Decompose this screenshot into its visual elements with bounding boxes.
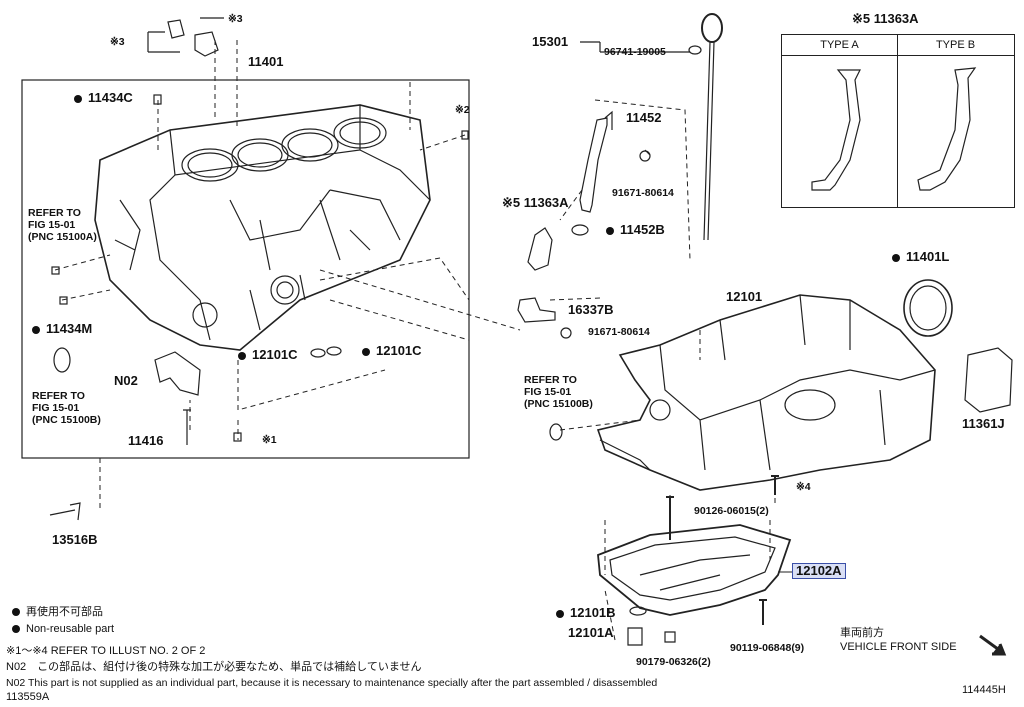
front-direction-arrow (979, 634, 1007, 656)
oil-pan-lower-drawing (597, 524, 792, 616)
refer-left1-line1: REFER TO (28, 207, 81, 219)
part-11452B-text: 11452B (620, 222, 665, 237)
cover-plate-drawing (964, 347, 1013, 413)
non-reusable-dot-icon (12, 625, 20, 634)
part-11434M-label[interactable]: 11434M (32, 322, 92, 336)
star2-label: ※2 (455, 104, 470, 116)
part-11416-label[interactable]: 11416 (128, 433, 164, 448)
part-16337B-label[interactable]: 16337B (568, 302, 614, 317)
refer-right-line1: REFER TO (524, 374, 577, 386)
refer-left2: REFER TO FIG 15-01 (PNC 15100B) (32, 390, 101, 426)
table-divider (897, 35, 898, 207)
vehicle-front-en: VEHICLE FRONT SIDE (840, 641, 957, 653)
oil-seal-drawing (903, 279, 953, 337)
part-11434C-label[interactable]: 11434C (74, 91, 133, 105)
part-90119-label[interactable]: 90119-06848(9) (730, 642, 805, 654)
non-reusable-dot-icon (556, 609, 564, 618)
part-11361J-label[interactable]: 11361J (962, 416, 1005, 431)
dipstick-drawing (517, 13, 723, 339)
refer-right-line2: FIG 15-01 (524, 386, 572, 398)
part-11434C-text: 11434C (88, 90, 133, 105)
refer-right-line3: (PNC 15100B) (524, 398, 593, 410)
refer-left2-line3: (PNC 15100B) (32, 414, 101, 426)
sensor-parts (147, 17, 224, 57)
part-N02-label[interactable]: N02 (114, 373, 138, 388)
vehicle-front-ja: 車両前方 (840, 627, 884, 639)
non-reusable-dot-icon (362, 347, 370, 356)
refer-left1-line3: (PNC 15100A) (28, 231, 97, 243)
non-reusable-dot-icon (606, 226, 614, 235)
type-b-header: TYPE B (935, 39, 976, 51)
non-reusable-dot-icon (74, 94, 82, 103)
part-12101-label[interactable]: 12101 (726, 289, 763, 304)
part-15301-label[interactable]: 15301 (532, 34, 569, 49)
non-reusable-dot-icon (32, 325, 40, 334)
legend-ja: 再使用不可部品 (12, 606, 103, 619)
refer-right: REFER TO FIG 15-01 (PNC 15100B) (524, 374, 593, 410)
refer-left1-line2: FIG 15-01 (28, 219, 76, 231)
legend-en: Non-reusable part (12, 623, 114, 636)
part-11401L-text: 11401L (906, 249, 950, 264)
part-96741-label[interactable]: 96741-19005 (604, 46, 666, 58)
block-small-parts (49, 94, 469, 521)
non-reusable-dot-icon (12, 608, 20, 617)
part-11452-label[interactable]: 11452 (626, 110, 662, 125)
part-11401-label[interactable]: 11401 (248, 54, 284, 69)
part-11452B-label[interactable]: 11452B (606, 223, 665, 237)
n02-note-ja: N02 この部品は、組付け後の特殊な加工が必要なため、単品では補給していません (6, 661, 422, 673)
type-a-header: TYPE A (820, 39, 859, 51)
part-12101C-text-b: 12101C (376, 343, 422, 358)
part-12101C-label-a[interactable]: 12101C (238, 348, 298, 362)
part-12101B-label[interactable]: 12101B (556, 606, 616, 620)
non-reusable-dot-icon (892, 253, 900, 262)
part-90179-label[interactable]: 90179-06326(2) (636, 656, 711, 668)
table-header-rule (782, 55, 1014, 56)
refer-left2-line1: REFER TO (32, 390, 85, 402)
legend-ja-text: 再使用不可部品 (26, 606, 103, 618)
part-11434M-text: 11434M (46, 321, 93, 336)
part-12101B-text: 12101B (570, 605, 616, 620)
star1-label: ※1 (262, 434, 277, 446)
part-12101C-label-b[interactable]: 12101C (362, 344, 422, 358)
part-91671-label-a[interactable]: 91671-80614 (612, 187, 674, 199)
star3-left-label: ※3 (110, 36, 125, 48)
illustration-code-left: 113559A (6, 691, 50, 703)
part-12101C-text-a: 12101C (252, 347, 298, 362)
star4-label: ※4 (796, 481, 811, 493)
cylinder-block-drawing (94, 104, 431, 351)
part-12102A-label[interactable]: 12102A (792, 563, 846, 579)
part-11401L-label[interactable]: 11401L (892, 250, 949, 264)
oil-pan-upper-drawing (596, 294, 936, 491)
type-table: TYPE A TYPE B (781, 34, 1015, 208)
retainer-type-shapes (811, 67, 977, 191)
bolt-drawings (627, 475, 779, 646)
non-reusable-dot-icon (238, 351, 246, 360)
n02-note-en: N02 This part is not supplied as an indi… (6, 677, 658, 689)
part-12101A-label[interactable]: 12101A (568, 625, 614, 640)
type-table-title: ※5 11363A (852, 11, 919, 26)
block-assembly-frame (21, 79, 470, 459)
illustration-code-right: 114445H (962, 684, 1006, 696)
part-90126-label[interactable]: 90126-06015(2) (694, 505, 769, 517)
part-91671-label-b[interactable]: 91671-80614 (588, 326, 650, 338)
legend-en-text: Non-reusable part (26, 623, 115, 635)
refer-left2-line2: FIG 15-01 (32, 402, 80, 414)
star3-top-label: ※3 (228, 13, 243, 25)
refer-left1: REFER TO FIG 15-01 (PNC 15100A) (28, 207, 97, 243)
refer-illust-note: ※1～※4 REFER TO ILLUST NO. 2 OF 2 (6, 645, 206, 657)
part-13516B-label[interactable]: 13516B (52, 532, 98, 547)
part-11363A-side-label[interactable]: ※5 11363A (502, 195, 569, 210)
